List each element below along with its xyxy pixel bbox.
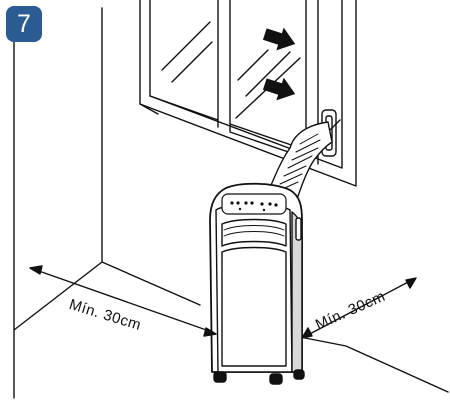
floor-left-edge: [14, 262, 102, 330]
lower-front-panel: [222, 248, 286, 367]
window-frame: [140, 0, 356, 186]
air-outlet: [222, 220, 286, 247]
window-rail: [150, 96, 218, 120]
window-sill: [140, 104, 158, 114]
side-handle: [296, 218, 301, 240]
step-number-badge: 7: [6, 6, 42, 42]
glass-reflection: [162, 22, 210, 70]
glass-reflection: [238, 50, 268, 80]
floor-right-edge: [300, 337, 448, 392]
glass-reflection: [172, 42, 212, 82]
